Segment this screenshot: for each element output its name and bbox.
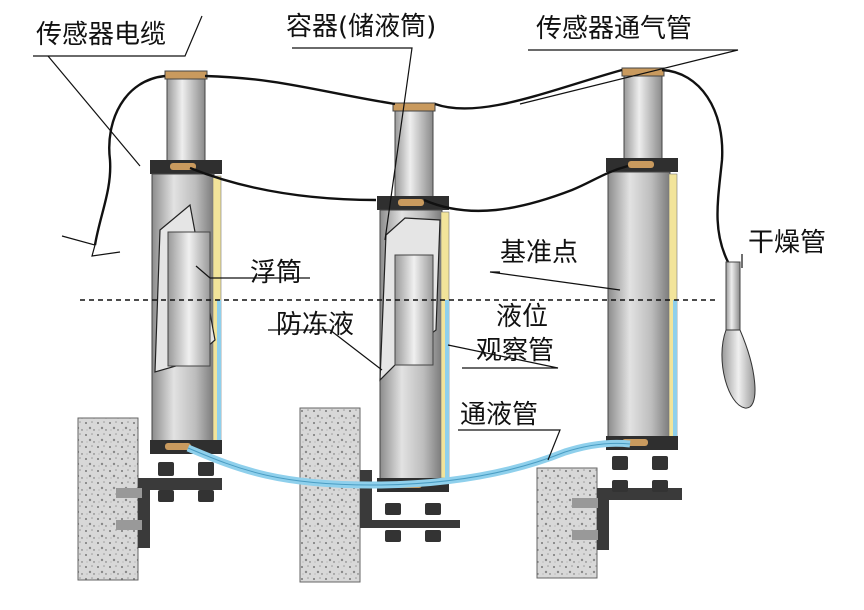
label-datum-point: 基准点	[500, 238, 579, 268]
label-antifreeze: 防冻液	[276, 310, 355, 340]
cable-break	[61, 235, 121, 257]
container-middle	[377, 102, 450, 492]
bracket-left	[138, 478, 222, 548]
label-container: 容器(储液筒)	[286, 12, 437, 42]
label-float: 浮筒	[250, 258, 303, 288]
concrete-block-middle	[299, 407, 361, 583]
label-vent-tube: 传感器通气管	[536, 14, 693, 44]
label-connecting-tube: 通液管	[460, 400, 539, 430]
leader-lines	[33, 15, 743, 461]
sensor-cables	[93, 68, 730, 263]
label-drying-tube: 干燥管	[748, 228, 827, 258]
label-sensor-cable: 传感器电缆	[36, 20, 167, 50]
label-level-tube-line2: 观察管	[476, 336, 555, 366]
bracket-right	[597, 488, 682, 550]
drying-tube	[721, 261, 756, 409]
bracket-middle	[360, 470, 460, 528]
container-right	[606, 67, 678, 450]
concrete-block-right	[536, 467, 598, 579]
bolts	[116, 456, 668, 542]
label-level-tube-line1: 液位	[496, 302, 549, 332]
container-left	[150, 70, 222, 454]
concrete-block-left	[77, 417, 139, 581]
